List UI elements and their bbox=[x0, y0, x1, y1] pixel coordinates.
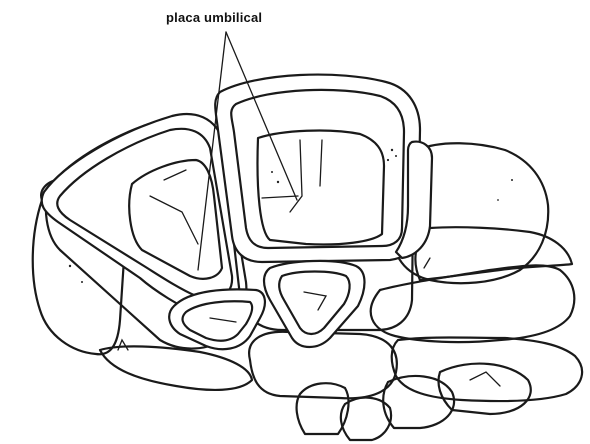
callout-label-placa-umbilical: placa umbilical bbox=[166, 10, 262, 25]
center-umbilical-plate-rim bbox=[215, 75, 420, 262]
lower-segments bbox=[249, 332, 531, 440]
